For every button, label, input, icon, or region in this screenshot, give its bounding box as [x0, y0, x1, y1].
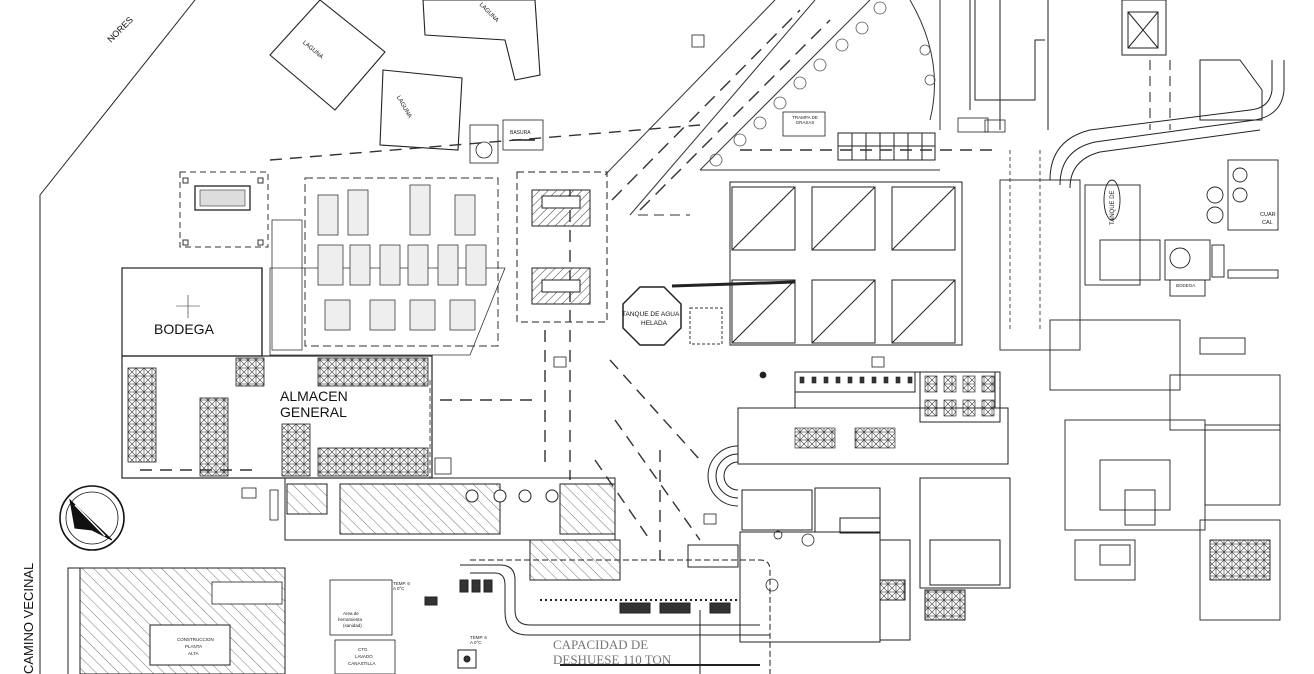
label-area-3: (sanidad): [343, 623, 362, 628]
label-trampa: TRAMPA DE GRASAS: [792, 115, 818, 125]
road-band: [604, 0, 941, 216]
label-tanque-2: HELADA: [641, 320, 668, 327]
hatched-corridor: [284, 477, 621, 581]
hatched-machines: [516, 171, 608, 323]
center-building: [687, 371, 1011, 643]
almacen-building: [121, 268, 433, 479]
label-ctg-2: LAVADO: [355, 654, 373, 659]
label-capacidad-2: DESHUESE 110 TON: [553, 652, 672, 667]
label-tanque-1: TANQUE DE AGUA: [622, 311, 680, 318]
locker-grid: [794, 375, 995, 449]
road-circles: [709, 1, 936, 167]
label-construccion-3: ALTA: [188, 651, 199, 656]
area-herramienta-box: [329, 579, 393, 636]
label-ctg-1: CTG: [358, 647, 368, 652]
misc-markers: [241, 34, 1041, 592]
right-corridor: [969, 0, 1285, 189]
label-temp-2: TEMP. 6 A 0°C: [470, 635, 487, 645]
basura-area: [469, 119, 544, 164]
label-cuarto-1: CUAR: [1260, 212, 1276, 218]
top-grid-block: [837, 132, 936, 161]
bodega-building: [121, 267, 263, 357]
toilet-row: [799, 376, 913, 384]
north-arrow: [59, 485, 125, 551]
trampa-box: [782, 111, 826, 137]
label-almacen-2: GENERAL: [280, 404, 347, 420]
left-equipment-box: [179, 171, 269, 248]
tanque-side-box: [689, 307, 723, 345]
label-area-2: herramienta: [338, 617, 363, 622]
label-camino: CAMINO VECINAL: [21, 562, 36, 674]
construccion-area: [67, 567, 286, 674]
conveyor-units: [424, 579, 731, 669]
label-ctg-3: CANASTILLA: [348, 661, 376, 666]
conveyor: [460, 559, 771, 674]
right-building: [999, 159, 1281, 621]
construccion-box: [211, 581, 283, 605]
label-bodega: BODEGA: [154, 321, 214, 337]
property-boundary: [39, 0, 196, 674]
ctg-box: [334, 639, 396, 674]
label-capacidad-1: CAPACIDAD DE: [553, 637, 649, 652]
equipment-units: [317, 184, 487, 331]
label-basura: BASURA: [510, 130, 531, 136]
cold-rooms: [671, 181, 963, 346]
label-cuarto-2: CAL: [1262, 220, 1273, 226]
label-almacen-1: ALMACEN: [280, 388, 348, 404]
label-bodega-small: BODEGA: [1176, 283, 1196, 288]
laguna-blocks: [269, 0, 541, 151]
label-area-1: Area de: [343, 611, 359, 616]
label-construccion-1: CONSTRUCCION: [177, 637, 214, 642]
almacen-racks: [127, 357, 429, 477]
label-temp-1: TEMP. 6 A 0°C: [393, 581, 410, 591]
tanque-octagon: [622, 286, 682, 346]
label-tanque-vertical: TANQUE DE: [1110, 190, 1116, 225]
label-construccion-2: PLANTA: [185, 644, 203, 649]
